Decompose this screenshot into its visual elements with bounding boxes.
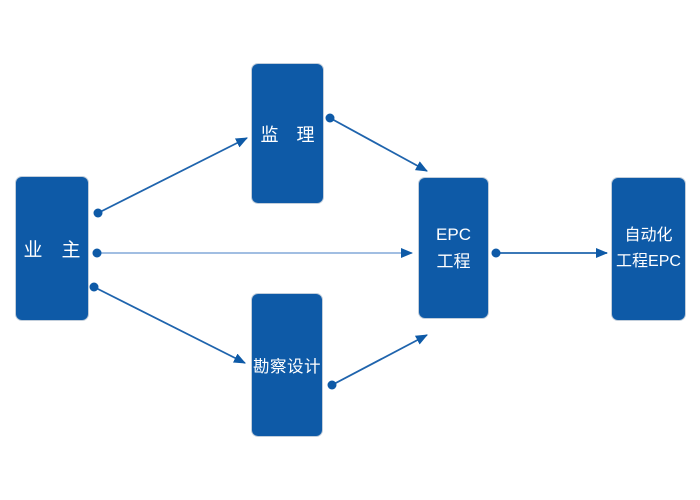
node-epc-label-line2: 工程 [436, 252, 471, 271]
edge-start-dot [93, 208, 103, 218]
arrow-supervision-to-epc [325, 113, 428, 172]
node-epc: EPC 工程 [419, 178, 488, 318]
node-survey-design-label: 勘察设计 [253, 358, 321, 376]
node-owner-label: 业 主 [23, 240, 81, 261]
node-owner: 业 主 [16, 177, 88, 320]
node-survey-design: 勘察设计 [252, 294, 322, 436]
edge-start-dot [325, 113, 335, 123]
node-supervision-label: 监 理 [260, 124, 315, 145]
arrow-owner-to-survey-design [89, 282, 246, 364]
node-automation-epc-label-line1: 自动化 [624, 227, 673, 244]
edge-start-dot [491, 248, 501, 258]
arrow-survey-design-to-epc [327, 334, 428, 390]
node-supervision: 监 理 [252, 64, 323, 203]
node-epc-label-line1: EPC [436, 225, 471, 244]
node-automation-epc-label-line2: 工程EPC [616, 253, 681, 270]
arrow-owner-to-epc [92, 248, 413, 258]
node-automation-epc: 自动化 工程EPC [612, 178, 685, 320]
arrow-owner-to-supervision [93, 137, 248, 218]
arrow-epc-to-automation-epc [491, 248, 608, 258]
edge-start-dot [327, 380, 337, 390]
edge-start-dot [89, 282, 99, 292]
edge-start-dot [92, 248, 102, 258]
